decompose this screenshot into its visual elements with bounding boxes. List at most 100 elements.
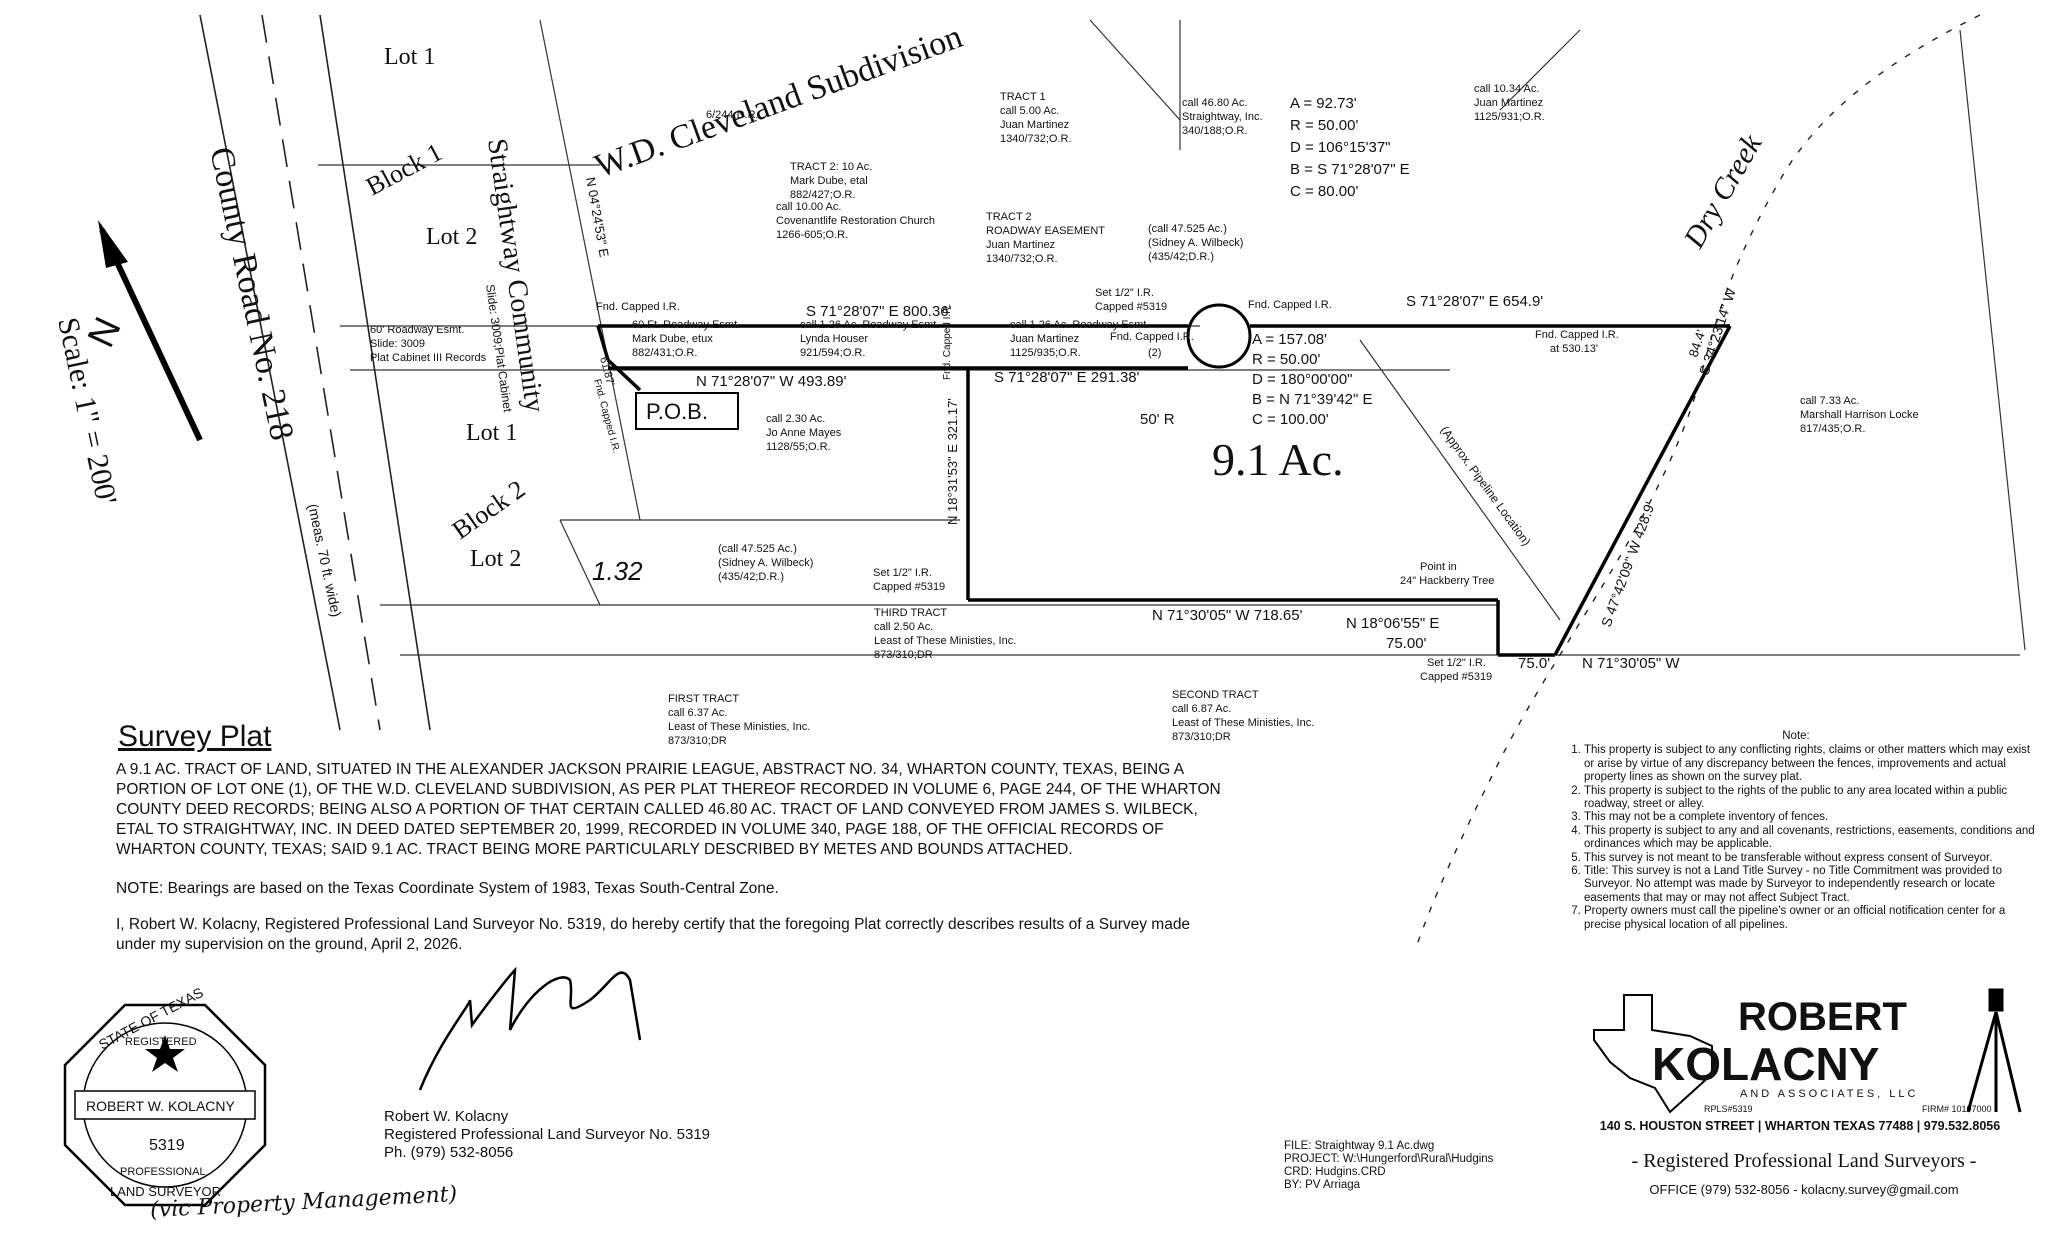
tract-label-line: Juan Martinez xyxy=(1474,97,1543,109)
logo-sub: AND ASSOCIATES, LLC xyxy=(1740,1088,1918,1100)
tract-label-line: TRACT 2 xyxy=(986,211,1032,223)
star-icon xyxy=(145,1035,185,1072)
signature-scribble xyxy=(418,966,642,1091)
texas-outline-icon xyxy=(1593,994,1713,1114)
note-item: This survey is not meant to be transfera… xyxy=(1584,852,2036,865)
tract-label-line: 1125/935;O.R. xyxy=(1010,347,1081,359)
curve1-row: C = 80.00' xyxy=(1290,183,1358,200)
lot-label: Lot 2 xyxy=(426,224,477,250)
seal-registered: REGISTERED xyxy=(125,1036,197,1048)
tract-boundary xyxy=(596,303,1732,657)
tract-label-line: (435/42;D.R.) xyxy=(718,571,784,583)
seal-number: 5319 xyxy=(149,1137,185,1154)
pipeline-line xyxy=(1359,339,1561,621)
monument-label: Set 1/2" I.R. xyxy=(1427,657,1486,669)
bearing-label: 75.00' xyxy=(1386,635,1427,652)
monument-label: Fnd. Capped I.R. xyxy=(942,304,953,380)
tract-label-line: 921/594;O.R. xyxy=(800,347,865,359)
tract-label-line: ROADWAY EASEMENT xyxy=(986,225,1105,237)
monument-label: 24" Hackberry Tree xyxy=(1400,575,1494,587)
logo-name-1: ROBERT xyxy=(1738,995,1907,1039)
tract-label-line: call 6.87 Ac. xyxy=(1172,703,1231,715)
logo-firm: FIRM# 10107000 xyxy=(1922,1104,1992,1114)
bearing-label: N 71°30'05" W 718.65' xyxy=(1152,607,1303,624)
pipeline-label: (Approx. Pipeline Location) xyxy=(1438,424,1534,549)
surveyor-tripod-icon xyxy=(1966,988,2022,1113)
tract-label-line: Plat Cabinet III Records xyxy=(370,352,487,364)
bearing-label: N 18°31'53" E 321.17' xyxy=(945,398,960,525)
note-item: Property owners must call the pipeline's… xyxy=(1584,905,2036,932)
bearing-label: S 71°28'07" E 291.38' xyxy=(994,369,1140,386)
monument-label: Capped #5319 xyxy=(873,581,945,593)
curve1-row: B = S 71°28'07" E xyxy=(1290,161,1410,178)
tract-label-line: 873/310;DR xyxy=(874,649,933,661)
bearing-label: 50' R xyxy=(1140,411,1175,428)
bearing-label: S 71°28'07" E 654.9' xyxy=(1406,293,1543,310)
dry-creek-line xyxy=(1414,14,1981,951)
lot-label: Block 1 xyxy=(361,137,447,201)
crd-file: CRD: Hudgins.CRD xyxy=(1284,1166,1386,1178)
logo-rpls: RPLS#5319 xyxy=(1704,1104,1753,1114)
tract-label-line: 1340/732;O.R. xyxy=(1000,133,1072,145)
survey-plat-title: Survey Plat xyxy=(118,720,272,753)
tract-label-line: Least of These Ministies, Inc. xyxy=(668,721,810,733)
tract-label-line: call 2.30 Ac. xyxy=(766,413,825,425)
tract-label-line: (Sidney A. Wilbeck) xyxy=(718,557,813,569)
monument-labels: Fnd. Capped I.R. Fnd. Capped I.R. Set 1/2"… xyxy=(591,287,1619,683)
bearing-label: N 04°24'53" E xyxy=(583,176,612,259)
lot-label: Lot 1 xyxy=(466,420,517,446)
note-item: This property is subject to any and all … xyxy=(1584,825,2036,852)
tract-label-line: FIRST TRACT xyxy=(668,693,739,705)
lot-label: Lot 2 xyxy=(470,546,521,572)
seal-bottom: LAND SURVEYOR xyxy=(110,1184,221,1199)
monument-label: Fnd. Capped I.R. xyxy=(596,301,680,313)
surveyor-phone: Ph. (979) 532-8056 xyxy=(384,1144,514,1161)
monument-label: Fnd. Capped I.R. xyxy=(1110,331,1194,343)
tract-label-line: call 6.37 Ac. xyxy=(668,707,727,719)
curve1-row: R = 50.00' xyxy=(1290,117,1358,134)
tract-label-line: 1340/732;O.R. xyxy=(986,253,1058,265)
creek-label: Dry Creek xyxy=(1677,128,1769,254)
logo-name-2: KOLACNY xyxy=(1652,1038,1879,1090)
curve2-row: B = N 71°39'42" E xyxy=(1252,391,1373,408)
tract-label-line: call 46.80 Ac. xyxy=(1182,97,1247,109)
tract-label-line: call 10.34 Ac. xyxy=(1474,83,1539,95)
tract-label-line: Mark Dube, etal xyxy=(790,175,868,187)
tract-label-line: THIRD TRACT xyxy=(874,607,947,619)
tract-label-line: Lynda Houser xyxy=(800,333,868,345)
pob-label: P.O.B. xyxy=(646,399,708,424)
monument-label: Set 1/2" I.R. xyxy=(1095,287,1154,299)
project-path: PROJECT: W:\Hungerford\Rural\Hudgins xyxy=(1284,1153,1494,1165)
tract-label-line: (call 47.525 Ac.) xyxy=(1148,223,1227,235)
note-item: This property is subject to any conflict… xyxy=(1584,744,2036,784)
tract-label-line: 1128/55;O.R. xyxy=(766,441,831,453)
tract-label-line: 340/188;O.R. xyxy=(1182,125,1247,137)
tract-label-line: 6/244;D.R. xyxy=(706,109,759,121)
tract-label-line: Least of These Ministies, Inc. xyxy=(874,635,1016,647)
seal-professional: PROFESSIONAL xyxy=(120,1166,206,1178)
certification-statement: I, Robert W. Kolacny, Registered Profess… xyxy=(116,916,1191,953)
tract-label-line: 873/310;DR xyxy=(1172,731,1231,743)
tract-label-line: (435/42;D.R.) xyxy=(1148,251,1214,263)
bearing-note: NOTE: Bearings are based on the Texas Co… xyxy=(116,880,779,897)
tract-label-line: (call 47.525 Ac.) xyxy=(718,543,797,555)
tract-label-line: Slide: 3009 xyxy=(370,338,425,350)
tract-label-line: SECOND TRACT xyxy=(1172,689,1259,701)
subdivision-name: W.D. Cleveland Subdivision xyxy=(590,18,967,185)
bearing-label: N 18°06'55" E xyxy=(1346,615,1439,632)
notes-block: Note: This property is subject to any co… xyxy=(1556,730,2036,932)
tract-label-line: Straightway, Inc. xyxy=(1182,111,1263,123)
tract-label-line: Covenantlife Restoration Church xyxy=(776,215,935,227)
surveyor-name: Robert W. Kolacny xyxy=(384,1108,509,1125)
seal-name: ROBERT W. KOLACNY xyxy=(86,1098,236,1114)
tract-label-line: (Sidney A. Wilbeck) xyxy=(1148,237,1243,249)
monument-label: Fnd. Capped I.R. xyxy=(1535,329,1619,341)
road-name: County Road No. 218 xyxy=(202,144,300,444)
monument-label: (2) xyxy=(1148,347,1161,359)
curve1-row: D = 106°15'37" xyxy=(1290,139,1391,156)
surveyor-seal xyxy=(63,1003,267,1207)
curve2-row: D = 180°00'00" xyxy=(1252,371,1353,388)
tract-label-line: 882/431;O.R. xyxy=(632,347,697,359)
lot-label: Lot 1 xyxy=(384,44,435,70)
monument-label: Capped #5319 xyxy=(1095,301,1167,313)
